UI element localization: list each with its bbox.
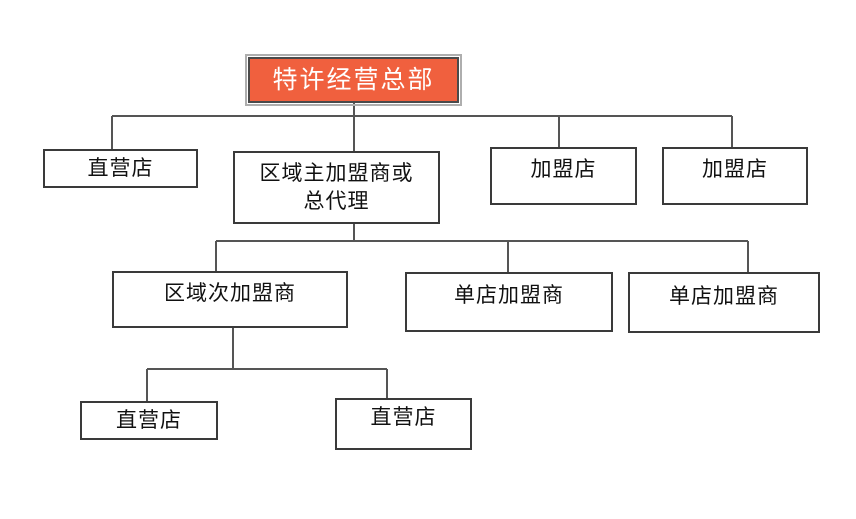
node-regional-sub-franchisee: 区域次加盟商: [112, 271, 348, 328]
node-franchise-hq: 特许经营总部: [245, 54, 462, 106]
node-franchise-store-1: 加盟店: [490, 147, 637, 205]
node-direct-store-2: 直营店: [80, 401, 218, 440]
node-direct-store-3: 直营店: [335, 398, 472, 450]
node-franchise-store-2: 加盟店: [662, 147, 808, 205]
node-single-store-franchisee-1: 单店加盟商: [405, 272, 613, 332]
node-direct-store-1: 直营店: [43, 149, 198, 188]
node-single-store-franchisee-2: 单店加盟商: [628, 272, 820, 333]
node-regional-master-franchisee: 区域主加盟商或 总代理: [233, 151, 440, 224]
